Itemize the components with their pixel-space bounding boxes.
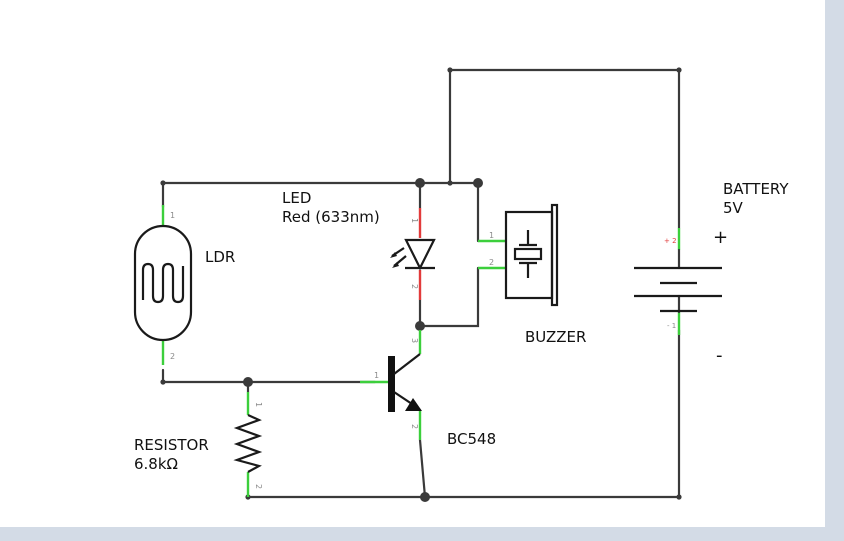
battery-minus-sign: -: [716, 345, 723, 366]
ldr-label: LDR: [205, 248, 235, 266]
junction-dot: [473, 178, 483, 188]
resistor-label-name: RESISTOR: [134, 436, 209, 454]
resistor-pin-1: 1: [254, 402, 263, 407]
led-pin-1: 1: [410, 218, 419, 223]
circuit-diagram: 1 2 LDR 1 2 LED Red (633nm) 1 2 BUZZER: [133, 67, 789, 502]
transistor-label: BC548: [447, 430, 496, 448]
ldr-zigzag: [141, 262, 185, 304]
battery-component[interactable]: + 2 - 1 BATTERY 5V + -: [634, 180, 789, 366]
buzzer-component[interactable]: 1 2 BUZZER: [478, 203, 586, 346]
junctions: [160, 67, 682, 502]
wire-emitter-ground[interactable]: [418, 438, 427, 499]
transistor-collector: [393, 353, 421, 375]
transistor-emitter-arrow-icon: [405, 398, 422, 411]
battery-pin-plus: + 2: [664, 237, 677, 245]
battery-label-name: BATTERY: [723, 180, 789, 198]
junction-dot: [676, 67, 682, 73]
transistor-component[interactable]: 1 2 3 BC548: [360, 330, 496, 448]
ldr-pin-1: 1: [170, 211, 175, 220]
junction-dot: [447, 67, 453, 73]
resistor-pin-2: 2: [254, 484, 263, 489]
junction-dot: [160, 379, 166, 385]
ldr-body: [133, 224, 193, 342]
buzzer-pin-2: 2: [489, 258, 494, 267]
transistor-pin-2: 2: [410, 424, 419, 429]
buzzer-body: [504, 210, 554, 300]
buzzer-pin-1: 1: [489, 231, 494, 240]
wire-buzzer-pin2[interactable]: [418, 266, 480, 328]
ldr-component[interactable]: 1 2 LDR: [133, 205, 235, 365]
junction-dot: [676, 494, 682, 500]
led-triangle: [404, 238, 436, 271]
led-component[interactable]: 1 2 LED Red (633nm): [282, 189, 436, 300]
resistor-zigzag: [233, 413, 263, 473]
wire-bottom-rail[interactable]: [246, 328, 681, 499]
junction-dot: [415, 321, 425, 331]
junction-dot: [420, 492, 430, 502]
junction-dot: [243, 377, 253, 387]
resistor-label-value: 6.8kΩ: [134, 455, 178, 473]
transistor-pin-3: 3: [410, 338, 419, 343]
battery-pin-minus: - 1: [667, 322, 676, 330]
buzzer-edge: [550, 203, 559, 307]
buzzer-label: BUZZER: [525, 328, 586, 346]
battery-label-voltage: 5V: [723, 199, 744, 217]
led-pin-2: 2: [410, 284, 419, 289]
transistor-base-bar: [388, 356, 395, 412]
battery-plus-sign: +: [713, 227, 728, 248]
schematic-canvas: 1 2 LDR 1 2 LED Red (633nm) 1 2 BUZZER: [0, 0, 825, 527]
junction-dot: [415, 178, 425, 188]
resistor-component[interactable]: 1 2 RESISTOR 6.8kΩ: [134, 392, 263, 497]
wire-battery-top[interactable]: [448, 68, 681, 230]
junction-dot: [447, 180, 453, 186]
led-label-name: LED: [282, 189, 311, 207]
transistor-pin-1: 1: [374, 371, 379, 380]
led-label-spec: Red (633nm): [282, 208, 380, 226]
ldr-pin-2: 2: [170, 352, 175, 361]
wire-ldr-resistor[interactable]: [161, 368, 377, 384]
led-emission-arrows-icon: [390, 247, 407, 268]
junction-dot: [160, 180, 166, 186]
